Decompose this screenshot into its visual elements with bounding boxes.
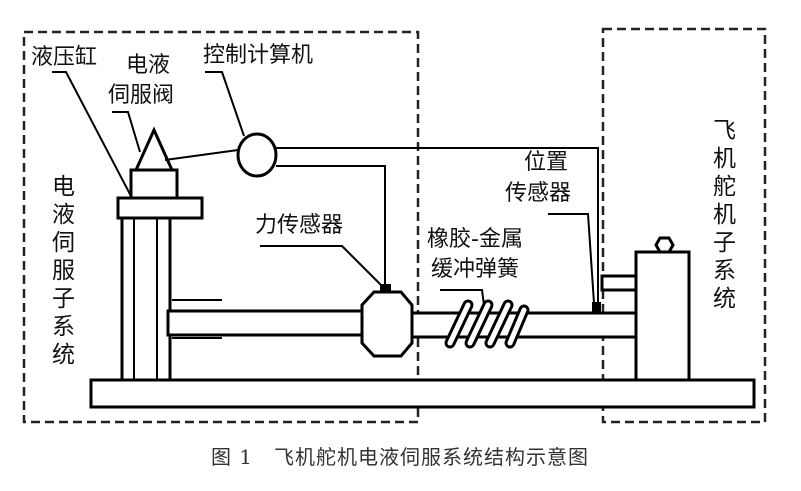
force-feedback-wire: [276, 165, 386, 287]
left-subsystem-char: 系: [52, 314, 75, 340]
left-subsystem-char: 液: [52, 202, 75, 228]
position-sensor-label-line1: 位置: [524, 150, 568, 175]
right-subsystem-char: 统: [713, 286, 736, 312]
left-subsystem-char: 子: [52, 286, 75, 312]
piston-rod: [166, 309, 366, 337]
aircraft-actuator: [600, 236, 691, 382]
position-sensor-label-line2: 传感器: [505, 181, 571, 206]
left-subsystem-char: 电: [52, 174, 75, 200]
position-sensor-marker: [592, 302, 601, 312]
base-plate: [89, 378, 756, 409]
spring-leader: [440, 289, 485, 306]
computer-leader: [205, 71, 245, 137]
left-subsystem-label: 电 液 伺 服 子 系 统: [52, 174, 75, 368]
position-feedback-wire: [276, 147, 599, 304]
left-subsystem-frame: [22, 30, 420, 424]
cylinder-label: 液压缸: [31, 45, 97, 70]
control-computer: [236, 132, 278, 178]
force-sensor-marker: [380, 284, 391, 293]
servo-valve-label-line1: 电液: [126, 53, 170, 78]
buffer-spring: [444, 299, 530, 349]
force-sensor-leader: [260, 245, 382, 286]
servo-valve: [129, 126, 179, 200]
right-subsystem-char: 系: [713, 258, 736, 284]
right-subsystem-char: 子: [713, 230, 736, 256]
figure-caption: 图 1 飞机舵机电液伺服系统结构示意图: [211, 445, 589, 469]
right-subsystem-char: 舵: [713, 174, 736, 200]
force-sensor: [360, 290, 414, 358]
left-subsystem-char: 伺: [52, 230, 75, 256]
right-subsystem-label: 飞 机 舵 机 子 系 统: [713, 118, 736, 312]
spring-label-line1: 橡胶-金属: [427, 227, 523, 252]
valve-leader: [112, 111, 141, 153]
position-sensor-leader: [548, 213, 595, 304]
force-sensor-label: 力传感器: [255, 213, 343, 238]
computer-label: 控制计算机: [203, 43, 313, 68]
right-subsystem-frame: [601, 27, 767, 424]
right-subsystem-char: 机: [713, 202, 736, 228]
left-subsystem-char: 统: [52, 342, 75, 368]
right-subsystem-char: 飞: [713, 118, 736, 144]
hydraulic-cylinder: [116, 196, 222, 382]
cylinder-leader: [52, 71, 133, 199]
right-subsystem-char: 机: [713, 146, 736, 172]
valve-command-wire: [164, 149, 239, 161]
left-subsystem-char: 服: [52, 258, 75, 284]
spring-label-line2: 缓冲弹簧: [431, 257, 519, 282]
servo-valve-label-line2: 伺服阀: [108, 83, 174, 108]
